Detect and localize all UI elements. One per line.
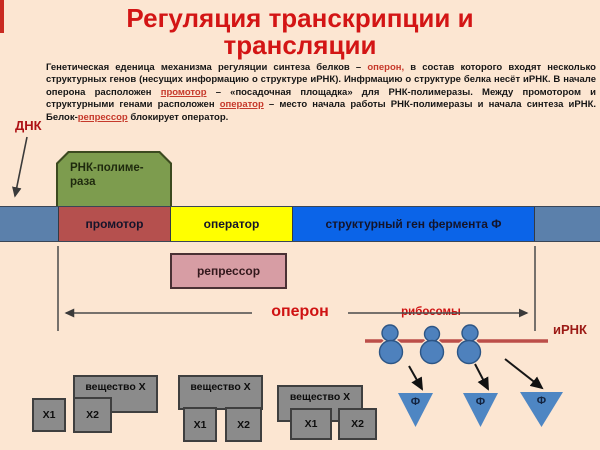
intro-paragraph: Генетическая еденица механизма регуляции… bbox=[46, 62, 596, 124]
product-arrows bbox=[408, 358, 544, 391]
rna-polymerase-fill bbox=[58, 153, 170, 206]
edge-accent-stripe bbox=[0, 0, 4, 33]
gene-bar-operator: оператор bbox=[170, 207, 292, 241]
product-arrow-3 bbox=[504, 358, 544, 390]
substance-x1-box: X1 bbox=[183, 407, 217, 442]
gene-bar-structural-gene: структурный ген фермента Ф bbox=[292, 207, 534, 241]
title-line-2: трансляции bbox=[223, 30, 377, 60]
substance-x2-box: X2 bbox=[73, 397, 112, 433]
page-title: Регуляция транскрипции и трансляции bbox=[0, 5, 600, 59]
substance-x1-box: X1 bbox=[32, 398, 66, 432]
product-arrow-2 bbox=[474, 363, 489, 391]
gene-bar-left-segment bbox=[0, 207, 58, 241]
ribosome-2 bbox=[418, 324, 446, 366]
substance-box: вещество X bbox=[178, 375, 263, 410]
rna-polymerase-label: РНК-полиме- раза bbox=[70, 161, 144, 189]
enzyme-triangle-1: Ф bbox=[398, 393, 433, 427]
ribosome-1 bbox=[377, 323, 405, 366]
enzyme-triangle-2: Ф bbox=[463, 393, 498, 427]
gene-bar-right-segment bbox=[534, 207, 600, 241]
rna-polymerase-line2: раза bbox=[70, 176, 96, 188]
substance-x1-box: X1 bbox=[290, 408, 332, 440]
substance-x2-box: X2 bbox=[225, 407, 262, 442]
operon-term: оперон, bbox=[367, 62, 405, 73]
intro-run: блокирует оператор. bbox=[127, 111, 229, 123]
rna-polymerase-box: РНК-полиме- раза bbox=[56, 151, 172, 206]
gene-bar: промотор оператор структурный ген фермен… bbox=[0, 206, 600, 242]
ribosome-3 bbox=[455, 323, 483, 366]
ribosomes-label: рибосомы bbox=[401, 306, 461, 318]
title-line-1: Регуляция транскрипции и bbox=[126, 3, 474, 33]
product-arrow-1 bbox=[408, 365, 423, 391]
enzyme-triangle-3: Ф bbox=[520, 392, 563, 427]
rna-polymerase-line1: РНК-полиме- bbox=[70, 162, 144, 174]
intro-run: Генетическая еденица механизма регуляции… bbox=[46, 62, 368, 73]
gene-bar-promoter: промотор bbox=[58, 207, 170, 241]
operon-label: оперон bbox=[271, 303, 329, 320]
repressor-term: репрессор bbox=[77, 111, 128, 123]
substance-x2-box: X2 bbox=[338, 408, 377, 440]
dna-label: ДНК bbox=[15, 118, 42, 133]
intro-run: в состав которого входят несколько струк… bbox=[46, 62, 596, 98]
operator-term: оператор bbox=[219, 99, 264, 111]
ribosome-circles bbox=[377, 323, 483, 366]
mrna-label: иРНК bbox=[553, 322, 587, 337]
dna-arrow bbox=[12, 136, 28, 198]
repressor-box: репрессор bbox=[170, 253, 287, 289]
promoter-term: промотор bbox=[160, 86, 207, 98]
intro-run: – «посадочная площадка» для РНК-полимера… bbox=[46, 86, 597, 111]
intro-run: – место начала работы РНК-полимеразы и н… bbox=[46, 99, 597, 123]
